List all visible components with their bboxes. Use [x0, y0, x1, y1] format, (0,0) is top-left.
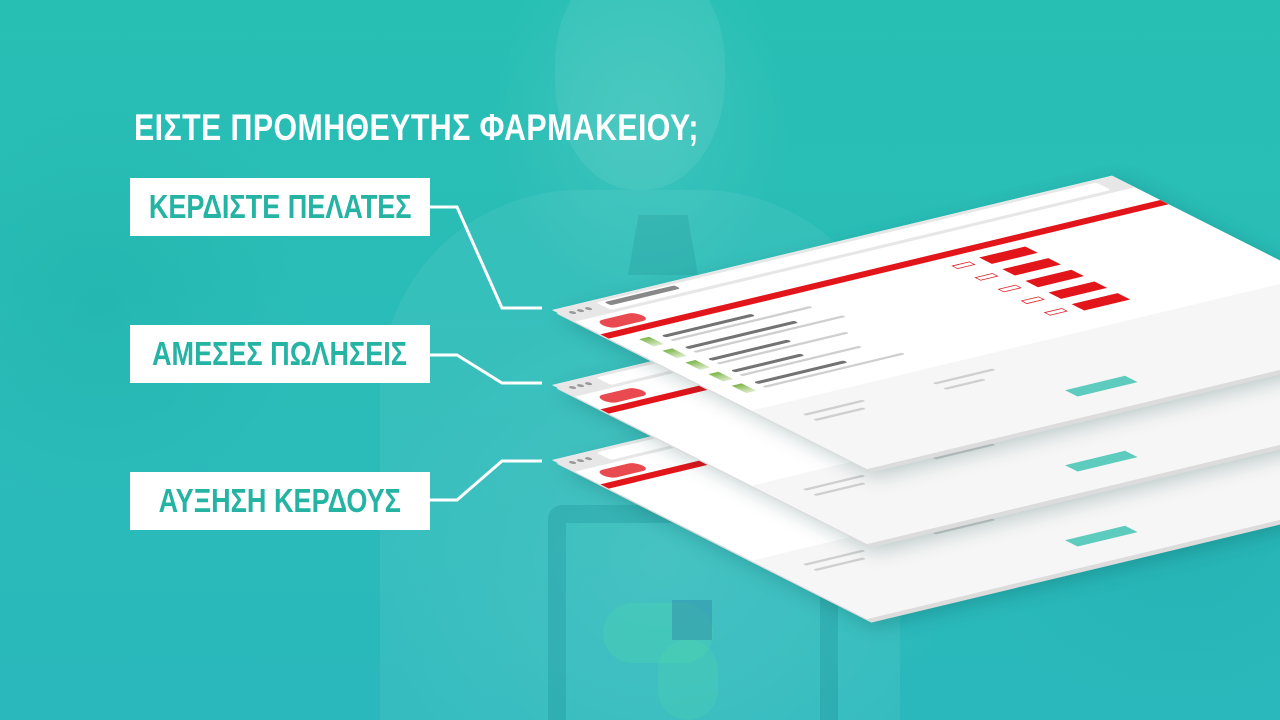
add-to-cart-button[interactable]	[979, 246, 1038, 264]
cross-logo-shape	[603, 603, 713, 663]
benefit-label: ΚΕΡΔΙΣΤΕ ΠΕΛΑΤΕΣ	[148, 188, 412, 225]
window-dots-icon	[567, 456, 594, 465]
benefit-box-sales: ΑΜΕΣΕΣ ΠΩΛΗΣΕΙΣ	[130, 325, 430, 383]
footer-button[interactable]	[1065, 450, 1138, 472]
footer-button[interactable]	[1065, 525, 1138, 547]
product-thumb	[685, 360, 711, 370]
cross-logo-shape	[658, 640, 718, 720]
window-dots-icon	[567, 381, 594, 390]
add-to-cart-button[interactable]	[1048, 281, 1108, 299]
person-silhouette-tie	[628, 215, 698, 275]
add-to-cart-button[interactable]	[1002, 258, 1061, 276]
window-dots-icon	[567, 306, 594, 315]
benefit-box-profit: ΑΥΞΗΣΗ ΚΕΡΔΟΥΣ	[130, 472, 430, 530]
product-thumb	[708, 371, 734, 382]
headline: ΕΙΣΤΕ ΠΡΟΜΗΘΕΥΤΗΣ ΦΑΡΜΑΚΕΙΟΥ;	[134, 107, 699, 148]
cross-logo-shape	[672, 600, 712, 640]
benefit-box-customers: ΚΕΡΔΙΣΤΕ ΠΕΛΑΤΕΣ	[130, 178, 430, 236]
person-silhouette-head	[555, 0, 725, 190]
product-thumb	[731, 383, 757, 394]
product-thumb	[639, 336, 664, 347]
add-to-cart-button[interactable]	[1071, 293, 1131, 311]
product-thumb	[662, 348, 687, 359]
footer-button[interactable]	[1065, 375, 1138, 397]
benefit-label: ΑΜΕΣΕΣ ΠΩΛΗΣΕΙΣ	[152, 335, 408, 372]
benefit-label: ΑΥΞΗΣΗ ΚΕΡΔΟΥΣ	[158, 482, 402, 519]
add-to-cart-button[interactable]	[1025, 269, 1084, 288]
